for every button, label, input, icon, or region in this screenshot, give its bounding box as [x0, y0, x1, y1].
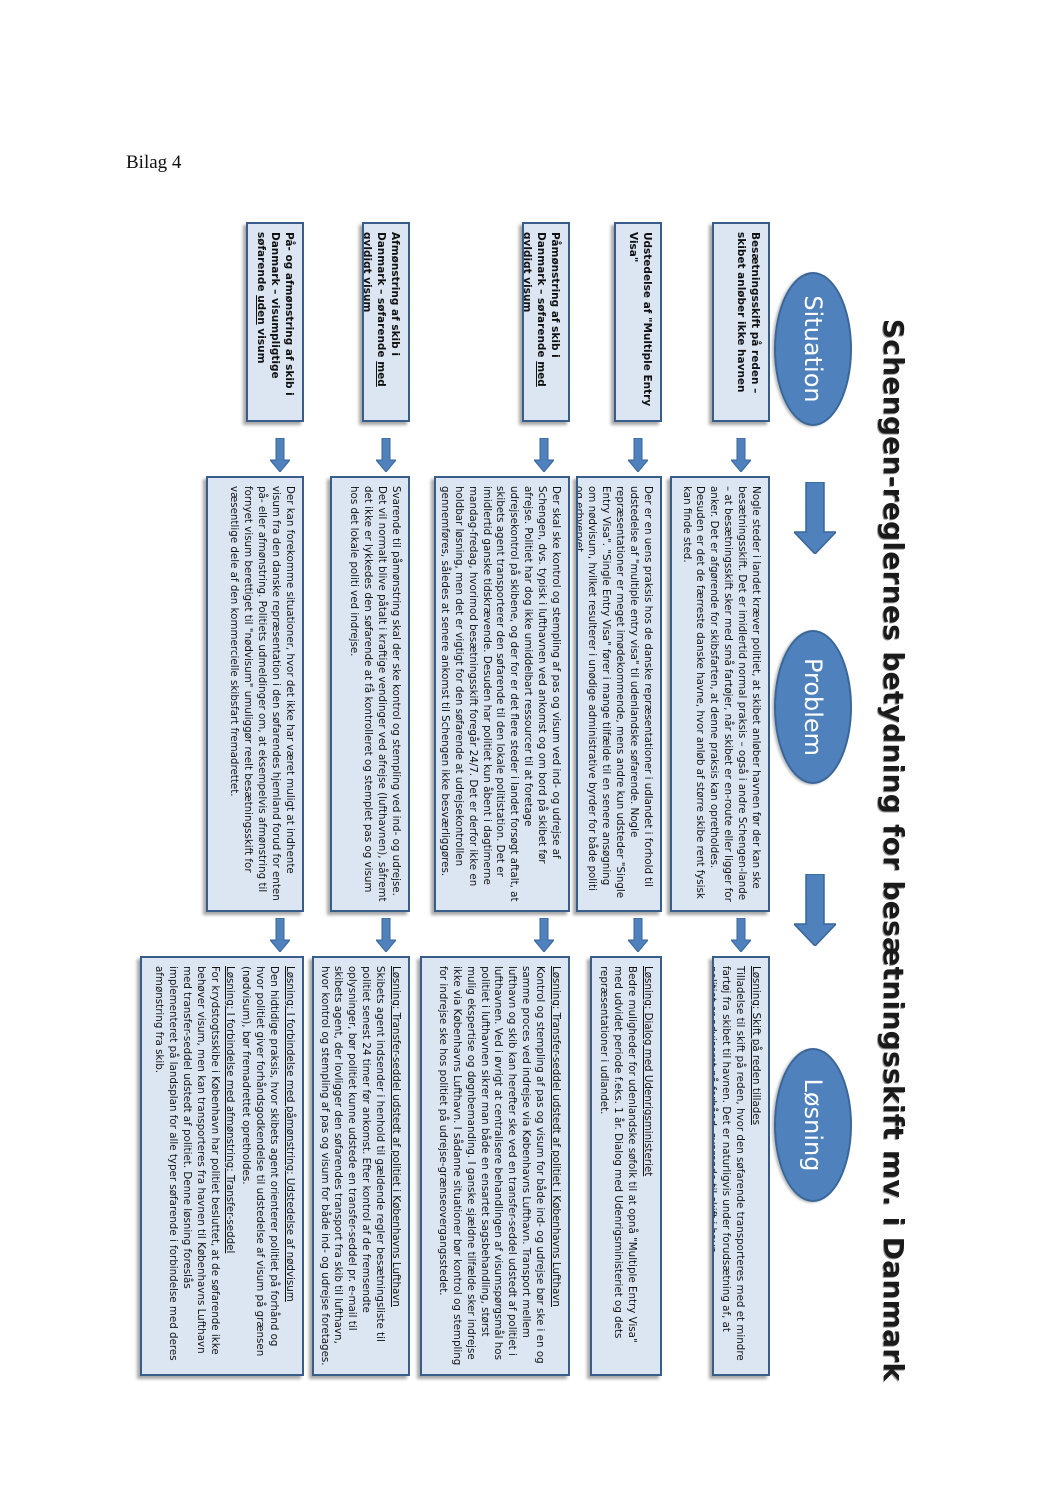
row3-situation: Påmønstring af skib i Danmark – søfarend… [522, 222, 570, 422]
row3-losning-text: Kontrol og stempling af pas og visum for… [436, 966, 547, 1366]
arrow-right-icon [376, 918, 396, 952]
row4-situation-text: Afmønstring af skib i Danmark – søfarend… [362, 232, 401, 387]
arrow-right-icon [270, 918, 290, 952]
row5-problem: Der kan forekomme situationer, hvor det … [206, 476, 304, 912]
row4-losning-heading: Løsning: Transfer-seddel udstedt af poli… [390, 966, 402, 1307]
row3-problem: Der skal ske kontrol og stempling af pas… [434, 476, 570, 912]
header-arrow-right-icon [794, 874, 836, 946]
arrow-right-icon [628, 438, 648, 472]
rotated-diagram: Schengen-reglernes betydning for besætni… [110, 222, 910, 1430]
row2-losning-heading: Løsning: Dialog med Udenrigsministeriet [642, 966, 654, 1177]
row2-situation-text: Udstedelse af "Multiple Entry Visa" [626, 232, 653, 407]
row2-losning-text: Bedre muligheder for udenlandske søfolk … [598, 966, 639, 1343]
row1-losning-text: Tilladelse til skift på reden, hvor den … [712, 966, 747, 1361]
row5-situation-text: På- og afmønstring af skib i Danmark – v… [254, 232, 295, 396]
situation-header-label: Situation [799, 295, 827, 403]
row3-problem-text: Der skal ske kontrol og stempling af pas… [438, 486, 562, 902]
arrow-right-icon [376, 438, 396, 472]
problem-header-label: Problem [799, 657, 827, 757]
arrow-right-icon [270, 438, 290, 472]
row3-losning: Løsning: Transfer-seddel udstedt af poli… [420, 956, 570, 1376]
arrow-right-icon [534, 918, 554, 952]
row4-problem: Svarende til påmønstring skal der ske ko… [330, 476, 410, 912]
arrow-right-icon [534, 438, 554, 472]
losning-header-label: Løsning [799, 1078, 827, 1172]
row1-losning-heading: Løsning: Skift på reden tillades [750, 966, 762, 1126]
row2-situation: Udstedelse af "Multiple Entry Visa" [614, 222, 662, 422]
row2-problem-text: Der er en uens praksis hos de danske rep… [576, 486, 654, 899]
row2-problem: Der er en uens praksis hos de danske rep… [576, 476, 662, 912]
row1-situation-text: Besætningsskift på reden – skibet anløbe… [734, 232, 761, 394]
row3-situation-text: Påmønstring af skib i Danmark – søfarend… [522, 232, 561, 387]
row1-losning: Løsning: Skift på reden tillades Tillade… [712, 956, 770, 1376]
row1-problem: Nogle steder i landet kræver politiet, a… [670, 476, 770, 912]
row5-losning: Løsning: I forbindelse med påmønstring: … [140, 956, 304, 1376]
row5-losning-heading-2: Løsning: I forbindelse med afmønstring: … [224, 966, 237, 1254]
appendix-label: Bilag 4 [126, 152, 182, 173]
losning-header: Løsning [774, 1048, 852, 1202]
row4-losning-text: Skibets agent indsender i henhold til gæ… [318, 966, 387, 1366]
row3-losning-heading: Løsning: Transfer-seddel udstedt af poli… [550, 966, 562, 1307]
row2-losning: Løsning: Dialog med Udenrigsministeriet … [590, 956, 662, 1376]
row4-problem-text: Svarende til påmønstring skal der ske ko… [348, 486, 402, 902]
row5-situation: På- og afmønstring af skib i Danmark – v… [246, 222, 304, 422]
row5-losning-text-2: For krydstogtsskibe i København har poli… [152, 966, 221, 1361]
row4-losning: Løsning: Transfer-seddel udstedt af poli… [312, 956, 410, 1376]
row5-losning-text: Den hidtidige praksis, hvor skibets agen… [240, 966, 281, 1357]
row4-situation: Afmønstring af skib i Danmark – søfarend… [362, 222, 410, 422]
header-arrow-right-icon [794, 482, 836, 554]
arrow-right-icon [731, 918, 751, 952]
row1-situation: Besætningsskift på reden – skibet anløbe… [712, 222, 770, 422]
row5-losning-heading: Løsning: I forbindelse med påmønstring: … [284, 966, 296, 1302]
arrow-right-icon [628, 918, 648, 952]
diagram-title: Schengen-reglernes betydning for besætni… [877, 318, 910, 1382]
row1-problem-text: Nogle steder i landet kræver politiet, a… [680, 486, 762, 902]
row5-problem-text: Der kan forekomme situationer, hvor det … [228, 486, 296, 901]
situation-header: Situation [774, 272, 852, 426]
arrow-right-icon [731, 438, 751, 472]
problem-header: Problem [774, 630, 852, 784]
